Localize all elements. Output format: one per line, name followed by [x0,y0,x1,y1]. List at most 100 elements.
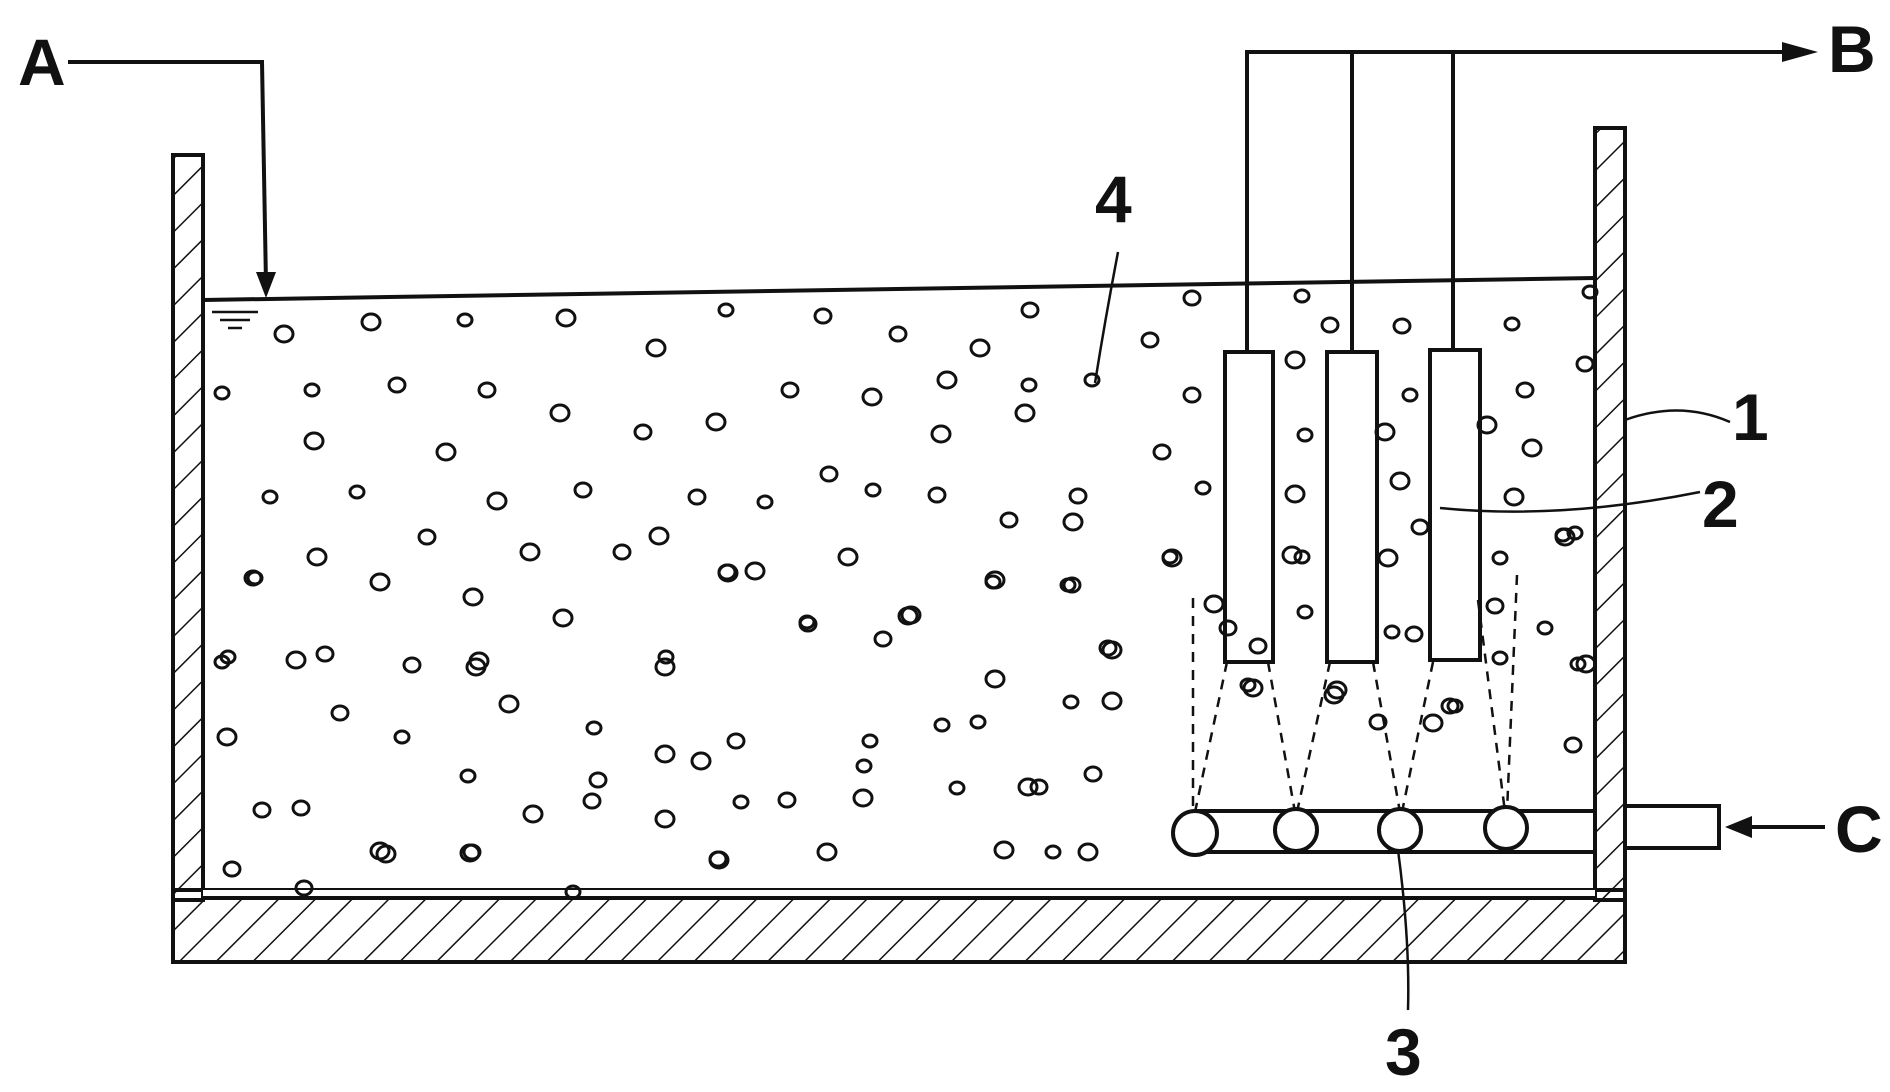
particle [780,381,800,399]
particle [387,376,407,394]
membrane-module [1325,350,1379,664]
particle [732,794,750,810]
particle [1563,736,1583,754]
particle [1515,381,1535,399]
membrane-modules [1223,348,1482,664]
particle [1098,639,1118,657]
particle [246,570,264,586]
particle [585,720,603,736]
particle [1581,284,1599,300]
particle [900,605,922,625]
particle [993,840,1015,860]
particle [654,657,676,677]
particle [1320,316,1340,334]
particle [348,484,366,500]
particle [1554,527,1572,543]
particle [1161,549,1179,565]
particle [852,788,874,808]
particle [564,884,582,900]
particle [1401,387,1419,403]
particle [948,780,966,796]
particle [477,381,497,399]
diffuser-nozzle [1273,807,1319,853]
particle [1083,372,1101,388]
particle [285,650,307,670]
particle [549,403,571,423]
particle [654,744,676,764]
diffuser-nozzle [1171,809,1219,857]
particle [252,801,272,819]
particle [969,714,987,730]
particle [1491,550,1509,566]
particle [573,481,593,499]
particle [1044,844,1062,860]
particle [855,758,873,774]
particle [1476,415,1498,435]
air-inlet-line [1623,804,1825,850]
particle [1368,713,1388,731]
particle [936,370,958,390]
particle [717,563,737,581]
particle [648,526,670,546]
particle [1569,656,1587,672]
membrane-module [1428,348,1482,662]
particle [582,792,602,810]
particle [1293,288,1311,304]
particle [1377,548,1399,568]
particle [486,491,508,511]
particle [1293,549,1311,565]
label-membrane: 2 [1702,467,1739,541]
diffuser-pipe [1171,805,1595,857]
suspended-particles [213,284,1599,900]
particle [393,729,411,745]
particle [522,804,544,824]
particle [1296,604,1314,620]
particle [1182,386,1202,404]
particle [1521,438,1543,458]
particle [402,656,422,674]
particle [519,542,541,562]
particle [1410,518,1430,536]
particle [708,850,728,868]
particle [222,860,242,878]
particle [1014,403,1036,423]
particle [552,608,574,628]
particle [1194,480,1212,496]
particle [654,809,676,829]
particle [861,733,879,749]
particle [837,547,859,567]
particle [984,570,1006,590]
particle [1101,640,1123,660]
particle [969,338,991,358]
label-particle: 4 [1095,162,1132,236]
particle [744,561,766,581]
particle [1503,316,1521,332]
particle [612,543,632,561]
particle [657,649,675,665]
particle [813,307,833,325]
particle [330,704,350,722]
particle [1440,697,1460,715]
particle [756,494,774,510]
particle [459,768,477,784]
particle [861,387,883,407]
particle [1383,624,1401,640]
particle [1062,512,1084,532]
particle [456,312,474,328]
particle [933,717,951,733]
particle [633,423,653,441]
particle [1083,765,1103,783]
tank-walls [171,126,1627,964]
leader-lines [1093,251,1731,1011]
particle [1491,650,1509,666]
particle [1077,842,1099,862]
label-diffuser: 3 [1385,1015,1422,1089]
particle [1503,487,1525,507]
outlet-manifold [1245,42,1818,352]
particle [273,324,295,344]
particle [888,325,908,343]
particle [705,412,727,432]
particle [1020,377,1038,393]
particle [417,528,437,546]
particle [303,382,321,398]
